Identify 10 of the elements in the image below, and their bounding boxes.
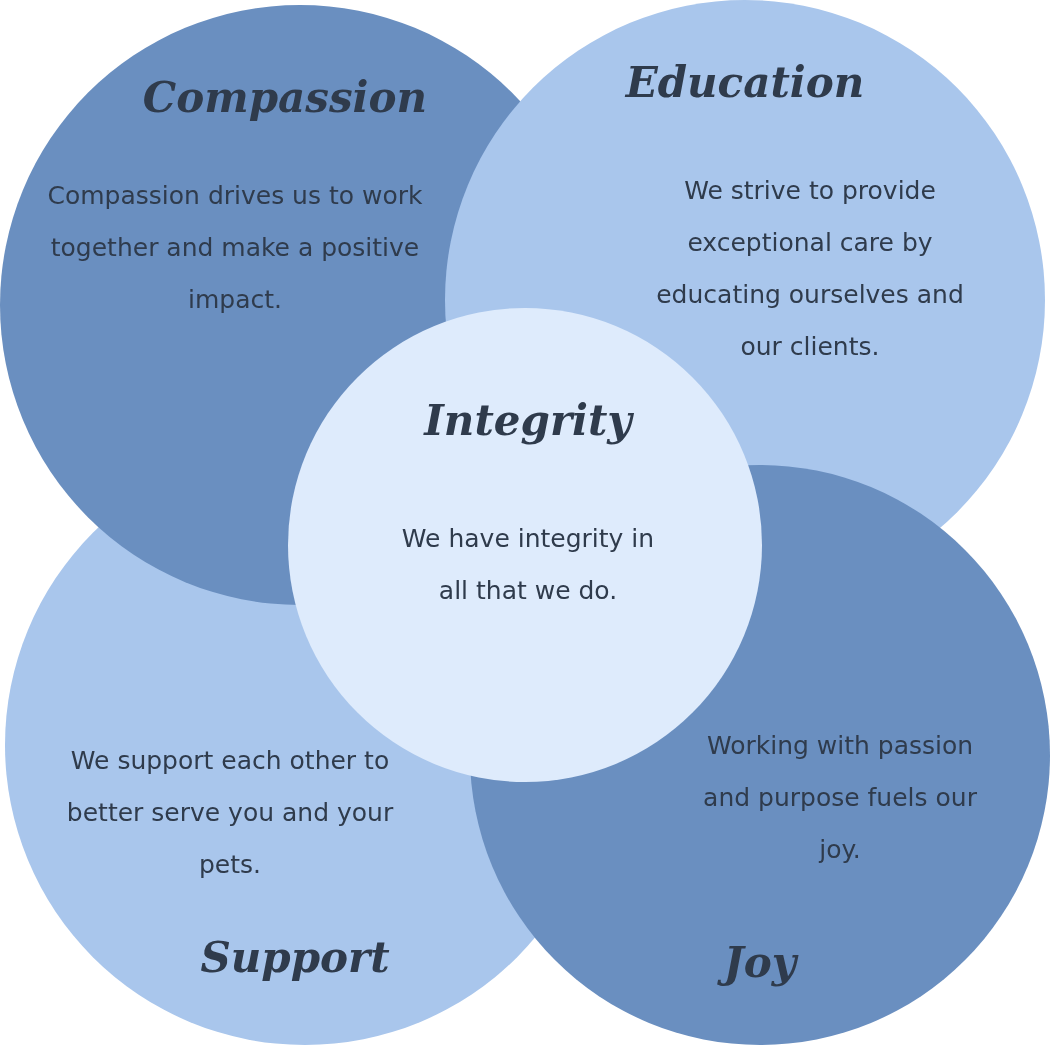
value-heading: Joy	[680, 935, 840, 991]
value-description: We strive to provide exceptional care by educating ourselves and our clients.	[655, 175, 965, 363]
value-heading: Support	[199, 932, 391, 984]
value-description: Compassion drives us to work together and make a positive impact.	[46, 180, 424, 316]
value-description: We have integrity in all that we do.	[400, 523, 656, 607]
value-description: We support each other to better serve you and your pets.	[65, 745, 395, 881]
value-heading: Compassion	[141, 72, 429, 124]
value-description: Working with passion and purpose fuels our joy.	[702, 730, 978, 866]
value-heading: Education	[624, 57, 866, 109]
value-heading: Integrity	[422, 395, 635, 447]
